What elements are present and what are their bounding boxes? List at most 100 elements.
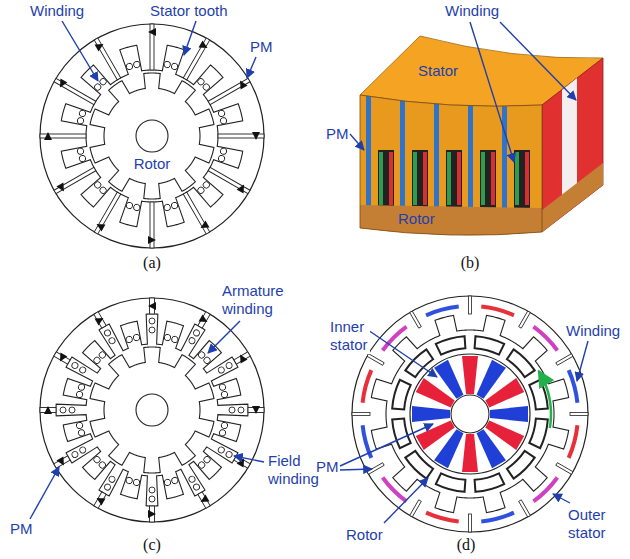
drawing-shape (481, 511, 515, 524)
drawing-group (229, 406, 264, 414)
drawing-group (148, 487, 156, 522)
leader-line (234, 456, 264, 462)
drawing-group (217, 445, 251, 469)
drawing-shape (237, 353, 248, 364)
drawing-shape (410, 500, 422, 517)
drawing-shape (225, 361, 233, 369)
drawing-group (93, 475, 117, 509)
drawing-shape (171, 63, 179, 71)
drawing-shape (367, 354, 384, 366)
drawing-group (207, 166, 251, 196)
drawing-group (92, 350, 106, 364)
drawing-shape (78, 383, 86, 391)
drawing-group (93, 37, 123, 81)
drawing-group (469, 296, 472, 314)
leader-line (384, 478, 428, 523)
drawing-group (53, 77, 97, 107)
drawing-shape (381, 476, 408, 503)
drawing-shape (529, 419, 547, 449)
drawing-shape (355, 205, 545, 250)
part-label: PM (10, 520, 33, 538)
panel-caption: (b) (461, 254, 480, 272)
drawing-shape (219, 383, 227, 391)
drawing-shape (148, 236, 156, 244)
drawing-shape (79, 446, 87, 454)
drawing-shape (221, 391, 229, 399)
drawing-shape (199, 221, 210, 232)
drawing-group (53, 445, 87, 469)
drawing-shape (56, 457, 67, 468)
drawing-shape (457, 152, 461, 205)
drawing-group (519, 500, 531, 517)
drawing-shape (56, 314, 248, 506)
drawing-group (53, 351, 87, 375)
drawing-group (217, 351, 251, 375)
drawing-shape (221, 422, 229, 430)
part-label: PM (250, 38, 273, 56)
drawing-shape (410, 311, 422, 328)
drawing-shape (94, 192, 120, 234)
drawing-shape (238, 407, 244, 413)
part-label: Winding (566, 322, 620, 340)
drawing-shape (108, 475, 116, 483)
drawing-shape (108, 337, 116, 345)
drawing-shape (78, 429, 86, 437)
drawing-group (410, 311, 422, 328)
panel-caption: (a) (143, 254, 161, 272)
drawing-group (148, 298, 156, 333)
drawing-shape (556, 463, 573, 475)
part-label: Rotor (346, 526, 383, 544)
drawing-shape (94, 492, 106, 508)
drawing-shape (40, 298, 264, 522)
drawing-shape (451, 395, 489, 433)
leader-line (340, 469, 372, 470)
drawing-shape (54, 78, 96, 104)
drawing-group (197, 455, 211, 469)
drawing-group (187, 475, 211, 509)
drawing-shape (366, 90, 371, 208)
part-label: Rotor (398, 210, 435, 228)
drawing-group (219, 422, 229, 437)
drawing-shape (202, 356, 211, 365)
drawing-shape (197, 460, 206, 469)
drawing-shape (133, 334, 141, 342)
drawing-shape (475, 336, 505, 354)
part-label: Winding (445, 2, 499, 20)
part-label: PM (316, 458, 339, 476)
drawing-shape (92, 455, 101, 464)
drawing-shape (149, 496, 155, 502)
drawing-group (218, 110, 228, 125)
drawing-group (77, 147, 87, 162)
drawing-shape (79, 366, 87, 374)
drawing-shape (481, 305, 515, 318)
drawing-shape (202, 83, 211, 92)
drawing-group (164, 334, 179, 344)
leader-line (30, 467, 59, 519)
drawing-shape (171, 477, 179, 485)
drawing-shape (125, 477, 133, 485)
drawing-shape (61, 45, 242, 226)
drawing-group (207, 77, 251, 107)
drawing-shape (532, 325, 559, 352)
leader-line (340, 424, 433, 466)
part-label: Armature winding (222, 282, 294, 318)
drawing-shape (219, 429, 227, 437)
leader-line (368, 330, 437, 377)
drawing-group (219, 383, 229, 398)
drawing-shape (413, 152, 417, 205)
drawing-group (76, 383, 86, 398)
drawing-shape (69, 407, 75, 413)
drawing-shape (480, 150, 496, 208)
drawing-group (218, 147, 228, 162)
drawing-group (93, 311, 117, 345)
drawing-shape (125, 336, 133, 344)
drawing-shape (56, 353, 67, 364)
drawing-shape (133, 204, 141, 212)
drawing-shape (54, 456, 70, 468)
drawing-shape (188, 475, 196, 483)
drawing-shape (136, 120, 168, 152)
drawing-shape (436, 473, 466, 491)
drawing-shape (149, 327, 155, 333)
drawing-shape (90, 347, 214, 473)
drawing-shape (519, 500, 531, 517)
